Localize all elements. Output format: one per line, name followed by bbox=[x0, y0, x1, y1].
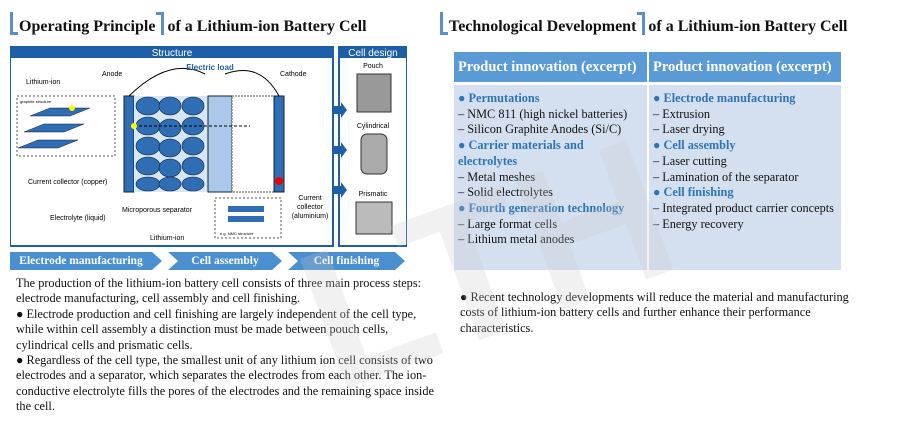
list-heading: ● Carrier materials and electrolytes bbox=[458, 138, 584, 168]
list-heading: ● Electrode manufacturing bbox=[653, 91, 796, 105]
aluminium-collector-label: Current collector (aluminium) bbox=[291, 195, 329, 220]
list-heading: ● Fourth generation technology bbox=[458, 200, 625, 215]
cathode-label: Cathode bbox=[280, 71, 307, 78]
table-cell: ● Permutations– NMC 811 (high nickel bat… bbox=[454, 83, 649, 270]
paragraph: The production of the lithium-ion batter… bbox=[16, 276, 422, 306]
lithium-ion-label-2: Lithium-ion bbox=[150, 235, 184, 242]
process-step-cell-assembly: Cell assembly bbox=[191, 255, 259, 267]
description-text: The production of the lithium-ion batter… bbox=[16, 276, 436, 415]
paragraph: ● Regardless of the cell type, the small… bbox=[16, 353, 434, 414]
note-text: ● Recent technology developments will re… bbox=[460, 290, 849, 335]
nmc-label: e.g. NMC structure bbox=[220, 231, 254, 236]
cell-type-pouch: Pouch bbox=[363, 63, 383, 70]
table-cell: ● Electrode manufacturing– Extrusion– La… bbox=[648, 83, 843, 270]
bracket-icon bbox=[10, 12, 18, 35]
process-arrows bbox=[10, 252, 405, 270]
table-header: Product innovation (excerpt) bbox=[454, 52, 649, 85]
list-item: – Metal meshes bbox=[458, 169, 536, 184]
list-item: – NMC 811 (high nickel batteries) bbox=[458, 106, 628, 121]
bracket-icon bbox=[156, 12, 165, 35]
battery-structure-diagram: Structure Cell design Electric load Anod… bbox=[10, 46, 407, 247]
list-item: – Laser drying bbox=[653, 122, 725, 137]
bracket-icon bbox=[637, 12, 646, 35]
list-item: – Extrusion bbox=[653, 106, 711, 121]
list-item: – Large format cells bbox=[458, 216, 558, 231]
table-header: Product innovation (excerpt) bbox=[648, 52, 843, 85]
list-item: – Integrated product carrier concepts bbox=[653, 200, 834, 215]
electrolyte-label: Electrolyte (liquid) bbox=[50, 215, 106, 222]
structure-label: Structure bbox=[152, 48, 193, 59]
list-item: – Energy recovery bbox=[653, 216, 744, 231]
bracket-icon bbox=[440, 12, 448, 35]
anode-label: Anode bbox=[102, 71, 122, 78]
copper-collector-label: Current collector (copper) bbox=[28, 179, 107, 186]
list-item: – Laser cutting bbox=[653, 153, 727, 168]
process-step-electrode-manufacturing: Electrode manufacturing bbox=[19, 255, 143, 267]
list-item: – Lamination of the separator bbox=[653, 169, 799, 184]
list-item: – Solid electrolytes bbox=[458, 185, 553, 200]
list-item: – Silicon Graphite Anodes (Si/C) bbox=[458, 122, 622, 137]
cell-type-cylindrical: Cylindrical bbox=[357, 123, 390, 130]
innovation-table: Product innovation (excerpt) Product inn… bbox=[454, 52, 843, 270]
graphite-label: graphite structure bbox=[20, 99, 52, 104]
cell-type-prismatic: Prismatic bbox=[359, 191, 388, 198]
list-heading: ● Permutations bbox=[458, 91, 540, 105]
electric-load-label: Electric load bbox=[186, 63, 234, 72]
list-item: – Lithium metal anodes bbox=[458, 232, 575, 247]
list-heading: ● Cell finishing bbox=[653, 185, 734, 200]
paragraph: ● Electrode production and cell finishin… bbox=[16, 306, 417, 352]
cell-design-label: Cell design bbox=[348, 48, 397, 59]
list-heading: ● Cell assembly bbox=[653, 138, 736, 153]
separator-label: Microporous separator bbox=[122, 207, 193, 214]
process-step-cell-finishing: Cell finishing bbox=[313, 255, 380, 267]
lithium-ion-label: Lithium-ion bbox=[26, 79, 60, 86]
